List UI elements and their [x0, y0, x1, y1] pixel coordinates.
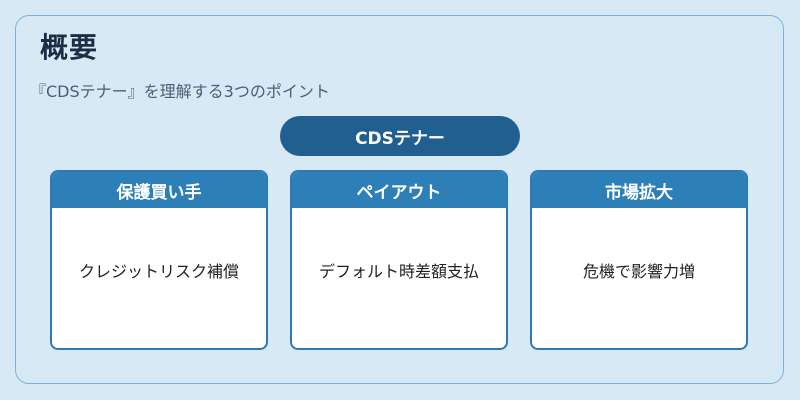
- point-card-header: ペイアウト: [292, 172, 506, 208]
- point-card-payout: ペイアウト デフォルト時差額支払: [290, 170, 508, 350]
- page-title: 概要: [40, 31, 99, 64]
- point-card-body: デフォルト時差額支払: [318, 262, 479, 281]
- point-card-body: 危機で影響力増: [582, 262, 695, 281]
- point-card-title: 市場拡大: [605, 182, 673, 203]
- point-card-title: 保護買い手: [116, 182, 202, 203]
- point-card-header: 市場拡大: [532, 172, 746, 208]
- center-topic-pill: CDSテナー: [280, 116, 520, 156]
- point-card-buyer: 保護買い手 クレジットリスク補償: [50, 170, 268, 350]
- point-card-market: 市場拡大 危機で影響力増: [530, 170, 748, 350]
- point-card-title: ペイアウト: [356, 182, 442, 203]
- point-card-header: 保護買い手: [52, 172, 266, 208]
- center-topic-label: CDSテナー: [355, 128, 445, 149]
- page-subtitle: 『CDSテナー』を理解する3つのポイント: [30, 82, 330, 101]
- point-card-body: クレジットリスク補償: [78, 262, 239, 281]
